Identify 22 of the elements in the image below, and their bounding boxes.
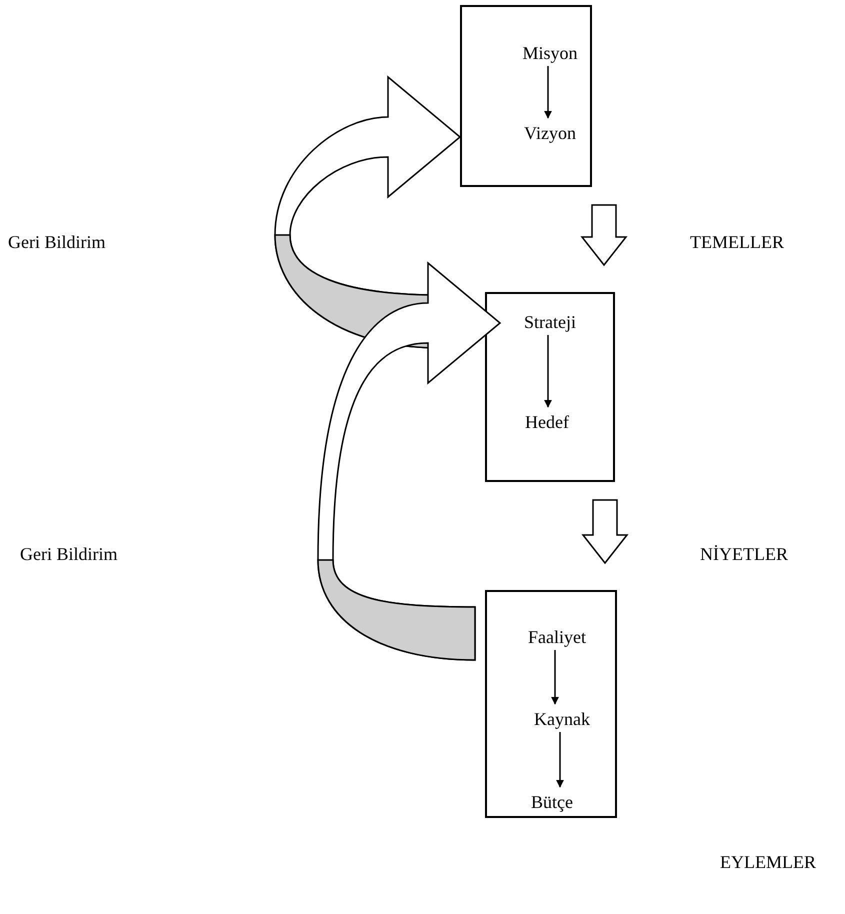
side-label: NİYETLER bbox=[700, 544, 788, 565]
step-text: Kaynak bbox=[534, 709, 590, 730]
block-arrow bbox=[581, 499, 629, 564]
step-text: Misyon bbox=[522, 43, 578, 64]
stage-box bbox=[485, 292, 615, 482]
step-text: Bütçe bbox=[531, 792, 573, 813]
step-text: Vizyon bbox=[524, 123, 576, 144]
step-text: Hedef bbox=[525, 412, 569, 433]
stage-box bbox=[460, 5, 592, 187]
side-label: Geri Bildirim bbox=[8, 232, 106, 253]
arrow bbox=[544, 66, 552, 119]
feedback-arrow bbox=[317, 262, 501, 661]
side-label: TEMELLER bbox=[690, 232, 784, 253]
step-text: Faaliyet bbox=[528, 627, 586, 648]
arrow bbox=[544, 335, 552, 408]
stage-box bbox=[485, 590, 617, 818]
step-text: Strateji bbox=[524, 312, 576, 333]
arrow bbox=[556, 732, 564, 788]
side-label: EYLEMLER bbox=[720, 852, 816, 873]
side-label: Geri Bildirim bbox=[20, 544, 118, 565]
block-arrow bbox=[580, 204, 628, 266]
arrow bbox=[551, 650, 559, 705]
